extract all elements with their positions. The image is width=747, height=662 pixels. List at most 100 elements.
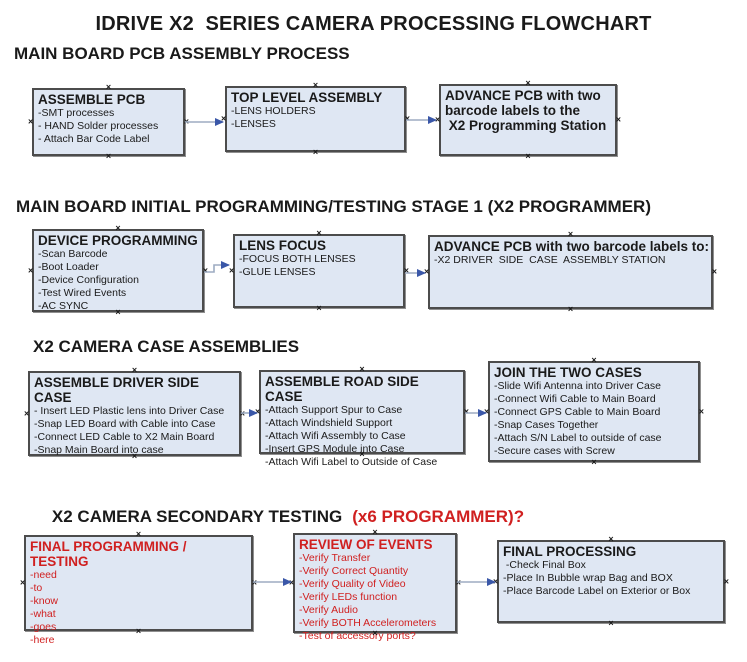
box-item: -Verify BOTH Accelerometers <box>299 617 437 629</box>
box-item: -Slide Wifi Antenna into Driver Case <box>494 380 661 392</box>
box-item: - Insert LED Plastic lens into Driver Ca… <box>34 405 225 417</box>
box-item: -what <box>30 608 56 620</box>
box-title: FINAL PROCESSING <box>503 544 637 559</box>
connection-point-icon: × <box>463 406 469 417</box>
box-title: ADVANCE PCB with two barcode labels to: <box>434 239 710 254</box>
connection-point-icon: × <box>484 406 490 416</box>
box-item: -AC SYNC <box>38 300 89 312</box>
box-item: -Verify Audio <box>299 604 358 616</box>
connection-point-icon: × <box>251 577 257 588</box>
connection-point-icon: × <box>591 355 597 365</box>
connection-point-icon: × <box>424 266 430 277</box>
connection-point-icon: × <box>435 114 441 125</box>
box-item: -FOCUS BOTH LENSES <box>239 253 356 265</box>
section-heading-pcb-assembly: MAIN BOARD PCB ASSEMBLY PROCESS <box>14 44 350 63</box>
box-item: -LENS HOLDERS <box>231 105 316 117</box>
box-item: -GLUE LENSES <box>239 266 316 278</box>
connection-point-icon: × <box>24 408 30 418</box>
box-item: -X2 DRIVER SIDE CASE ASSEMBLY STATION <box>434 254 666 266</box>
box-title: ASSEMBLE DRIVER SIDE CASE <box>34 375 203 405</box>
box-title: ADVANCE PCB with two barcode labels to t… <box>445 88 607 133</box>
connection-point-icon: × <box>359 364 365 374</box>
box-item: -here <box>30 634 55 646</box>
box-title: FINAL PROGRAMMING / TESTING <box>30 539 191 569</box>
box-item: -need <box>30 569 57 581</box>
connection-point-icon: × <box>525 151 531 161</box>
connection-point-icon: × <box>525 78 531 88</box>
flow-box-join-the-two-cases: JOIN THE TWO CASES -Slide Wifi Antenna i… <box>484 356 704 467</box>
connection-point-icon: × <box>20 577 26 588</box>
box-item: -Test of accessory ports? <box>299 630 416 642</box>
box-item: -Place In Bubble wrap Bag and BOX <box>503 572 673 584</box>
connection-point-icon: × <box>608 618 614 628</box>
connection-point-icon: × <box>221 113 227 124</box>
box-title: TOP LEVEL ASSEMBLY <box>231 90 383 105</box>
connection-point-icon: × <box>131 365 138 375</box>
connection-point-icon: × <box>711 266 717 277</box>
box-title: LENS FOCUS <box>239 238 327 253</box>
flow-box-advance-pcb-driver-side-station: ADVANCE PCB with two barcode labels to: … <box>424 230 717 314</box>
box-item: -Insert GPS Module into Case <box>265 443 405 455</box>
connection-point-icon: × <box>312 80 319 90</box>
connection-point-icon: × <box>115 223 121 233</box>
flow-box-assemble-pcb: ASSEMBLE PCB -SMT processes - HAND Solde… <box>28 83 189 161</box>
connection-point-icon: × <box>723 576 729 586</box>
connection-point-icon: × <box>229 265 235 276</box>
flow-box-lens-focus: LENS FOCUS -FOCUS BOTH LENSES -GLUE LENS… <box>229 229 409 313</box>
connection-point-icon: × <box>316 228 322 238</box>
connection-point-icon: × <box>255 406 261 417</box>
flow-box-final-programming-testing: FINAL PROGRAMMING / TESTING -need -to -k… <box>20 530 257 647</box>
connection-point-icon: × <box>698 406 704 416</box>
box-item: -Attach Wifi Assembly to Case <box>265 430 406 442</box>
connection-point-icon: × <box>493 576 499 586</box>
box-item: -Snap Main Board into case <box>34 444 164 456</box>
page-title: IDRIVE X2 SERIES CAMERA PROCESSING FLOWC… <box>95 13 652 35</box>
box-title: ASSEMBLE ROAD SIDE CASE <box>265 374 423 404</box>
box-item: -Attach S/N Label to outside of case <box>494 432 662 444</box>
connection-point-icon: × <box>105 151 112 161</box>
connection-point-icon: × <box>591 457 597 467</box>
flow-box-top-level-assembly: TOP LEVEL ASSEMBLY -LENS HOLDERS -LENSES… <box>221 81 410 157</box>
box-title: ASSEMBLE PCB <box>38 92 146 107</box>
connection-point-icon: × <box>316 303 322 313</box>
connection-point-icon: × <box>403 265 409 276</box>
box-item: -LENSES <box>231 118 276 130</box>
connection-point-icon: × <box>28 265 34 275</box>
section-heading-case-assemblies: X2 CAMERA CASE ASSEMBLIES <box>33 337 300 356</box>
section-heading-initial-programming: MAIN BOARD INITIAL PROGRAMMING/TESTING S… <box>16 197 651 216</box>
connection-point-icon: × <box>105 82 112 92</box>
box-item: -goes <box>30 621 57 633</box>
box-item: -Verify Transfer <box>299 552 371 564</box>
connection-point-icon: × <box>289 577 295 588</box>
box-item: - Attach Bar Code Label <box>38 133 150 145</box>
connection-point-icon: × <box>202 265 208 275</box>
box-item: -Snap Cases Together <box>494 419 599 431</box>
box-item: -know <box>30 595 59 607</box>
box-item: -Secure cases with Screw <box>494 445 615 457</box>
box-item: -Test Wired Events <box>38 287 127 299</box>
box-item: - HAND Solder processes <box>38 120 159 132</box>
connection-point-icon: × <box>567 229 574 239</box>
box-item: -Scan Barcode <box>38 248 108 260</box>
box-item: -Attach Support Spur to Case <box>265 404 403 416</box>
box-item: -Check Final Box <box>503 559 586 571</box>
box-item: -Attach Wifi Label to Outside of Case <box>265 456 438 468</box>
box-item: -Device Configuration <box>38 274 139 286</box>
connection-point-icon: × <box>567 304 574 314</box>
box-item: -Boot Loader <box>38 261 99 273</box>
section-heading-secondary-testing: X2 CAMERA SECONDARY TESTING (x6 PROGRAMME… <box>33 487 524 547</box>
box-title: REVIEW OF EVENTS <box>299 537 433 552</box>
flow-box-assemble-road-side-case: ASSEMBLE ROAD SIDE CASE -Attach Support … <box>255 365 469 469</box>
box-item: -Snap LED Board with Cable into Case <box>34 418 216 430</box>
flow-box-review-of-events: REVIEW OF EVENTS -Verify Transfer -Verif… <box>289 528 461 643</box>
box-item: -Verify Correct Quantity <box>299 565 409 577</box>
box-item: -Connect GPS Cable to Main Board <box>494 406 661 418</box>
section-heading-text: X2 CAMERA SECONDARY TESTING <box>51 507 343 526</box>
section-heading-suffix: (x6 PROGRAMMER)? <box>352 507 525 526</box>
connection-point-icon: × <box>28 116 34 127</box>
box-item: -SMT processes <box>38 107 115 119</box>
box-item: -Connect LED Cable to X2 Main Board <box>34 431 215 443</box>
connection-point-icon: × <box>183 116 189 127</box>
flow-box-device-programming: DEVICE PROGRAMMING -Scan Barcode -Boot L… <box>28 224 208 317</box>
